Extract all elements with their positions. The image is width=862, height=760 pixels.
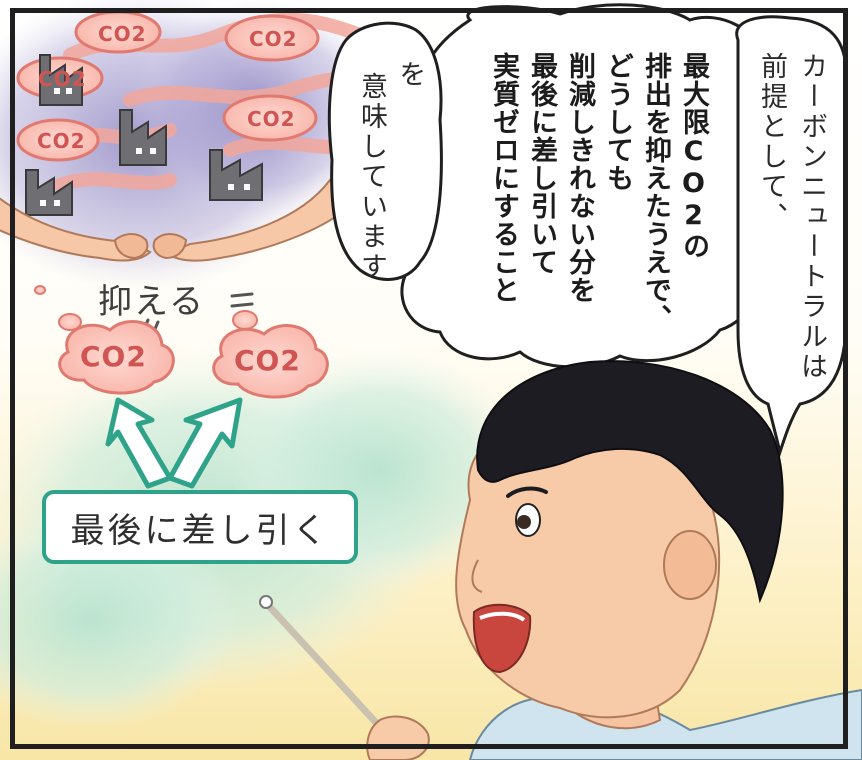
bubble-main-line-2: 排出を抑えたうえで、 — [640, 52, 671, 332]
bubble-main-line-6: 実質ゼロにすること — [488, 52, 519, 304]
subtract-label-box: 最後に差し引く — [42, 490, 358, 564]
bottom-co2-puffs — [58, 320, 329, 399]
hands-illustration — [0, 178, 347, 262]
pointer-tip — [259, 595, 273, 609]
co2-label: CO2 — [98, 22, 147, 46]
speech-bubble-small — [327, 21, 443, 281]
bubble-dots — [34, 285, 258, 331]
bubble-main-line-3: どうしても — [602, 52, 633, 192]
bubble-main-line-4: 削減しきれない分を — [564, 52, 595, 304]
up-arrows — [105, 397, 243, 489]
bubble-small-line-1: を — [394, 60, 425, 90]
character-hair — [476, 360, 784, 604]
pointer-stick — [264, 601, 396, 744]
character-mouth — [472, 603, 532, 674]
co2-label: CO2 — [249, 27, 298, 51]
bubble-main-line-1: 最大限CO2の — [678, 52, 709, 260]
co2-label-bottom: CO2 — [80, 340, 147, 373]
suppress-label: 抑える — [98, 282, 205, 322]
character-nose — [471, 559, 483, 593]
bubble-right-line-2: 前提として、 — [756, 52, 787, 232]
character-ear — [663, 530, 717, 600]
character-teeth — [479, 611, 526, 622]
subtract-label-text: 最後に差し引く — [70, 510, 330, 551]
bubble-main-line-5: 最後に差し引いて — [526, 52, 557, 276]
bubble-right-line-1: カーボンニュートラルは — [796, 52, 827, 382]
co2-label-bottom: CO2 — [234, 344, 301, 377]
factory-windows — [40, 88, 250, 206]
character-eyebrow — [506, 486, 548, 498]
green-mist-cloud — [0, 510, 240, 730]
speech-bubble-right — [735, 15, 848, 458]
character-pupil — [517, 515, 531, 529]
co2-label: CO2 — [38, 67, 87, 91]
bubble-small-line-2: 意味しています — [356, 72, 387, 282]
co2-label: CO2 — [247, 107, 296, 131]
character-hand — [366, 715, 430, 760]
co2-label: CO2 — [37, 129, 86, 153]
